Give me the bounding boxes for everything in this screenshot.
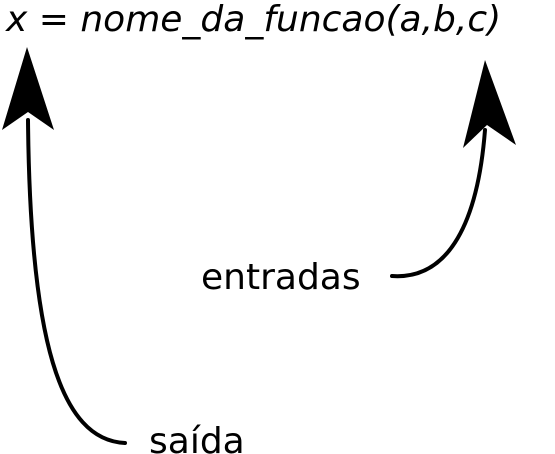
inputs-arrow-head <box>463 60 516 148</box>
function-expression: x = nome_da_funcao(a,b,c) <box>5 0 501 40</box>
output-arrow-line <box>26 118 127 445</box>
inputs-label: entradas <box>201 257 361 298</box>
inputs-arrow-line <box>390 128 487 279</box>
output-label: saída <box>149 421 245 454</box>
output-arrow-head <box>2 47 54 130</box>
inputs-arrow <box>390 60 516 279</box>
output-arrow <box>2 47 127 445</box>
